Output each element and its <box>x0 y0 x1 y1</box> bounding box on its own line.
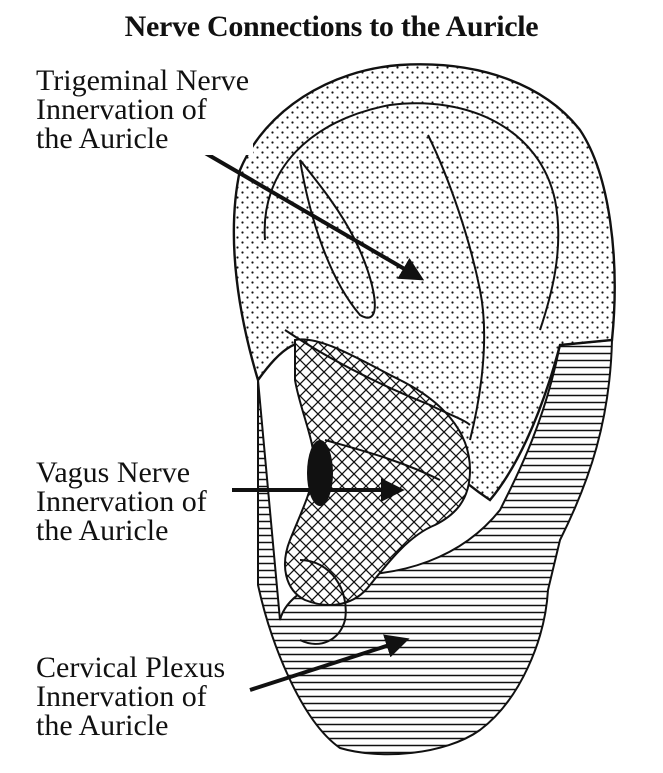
antihelix-contour-2 <box>284 329 471 426</box>
cervical-label: Cervical Plexus Innervation of the Auric… <box>36 651 230 742</box>
trigeminal-label-line: Innervation of <box>36 93 207 126</box>
tragus-contour <box>299 559 347 645</box>
cervical-label-line: Innervation of <box>36 680 207 713</box>
vagus-label-line: the Auricle <box>36 514 169 547</box>
vagus-label-line: Innervation of <box>36 485 207 518</box>
trigeminal-label-line: the Auricle <box>36 122 169 155</box>
fossa-contour <box>299 159 376 319</box>
helix-inner-contour <box>263 102 560 331</box>
trigeminal-label-line: Trigeminal Nerve <box>36 64 250 97</box>
vagus-label-line: Vagus Nerve <box>36 456 191 489</box>
trigeminal-label: Trigeminal Nerve Innervation of the Auri… <box>36 64 254 155</box>
antihelix-contour <box>427 134 486 441</box>
cervical-region <box>257 338 614 756</box>
trigeminal-arrow <box>198 148 425 281</box>
cervical-arrow <box>249 634 410 692</box>
ear-canal <box>307 440 333 506</box>
cervical-label-line: Cervical Plexus <box>36 651 226 684</box>
vagus-label: Vagus Nerve Innervation of the Auricle <box>36 456 211 547</box>
diagram-title: Nerve Connections to the Auricle <box>124 10 539 43</box>
concha-ridge <box>324 439 441 481</box>
cervical-label-line: the Auricle <box>36 709 169 742</box>
